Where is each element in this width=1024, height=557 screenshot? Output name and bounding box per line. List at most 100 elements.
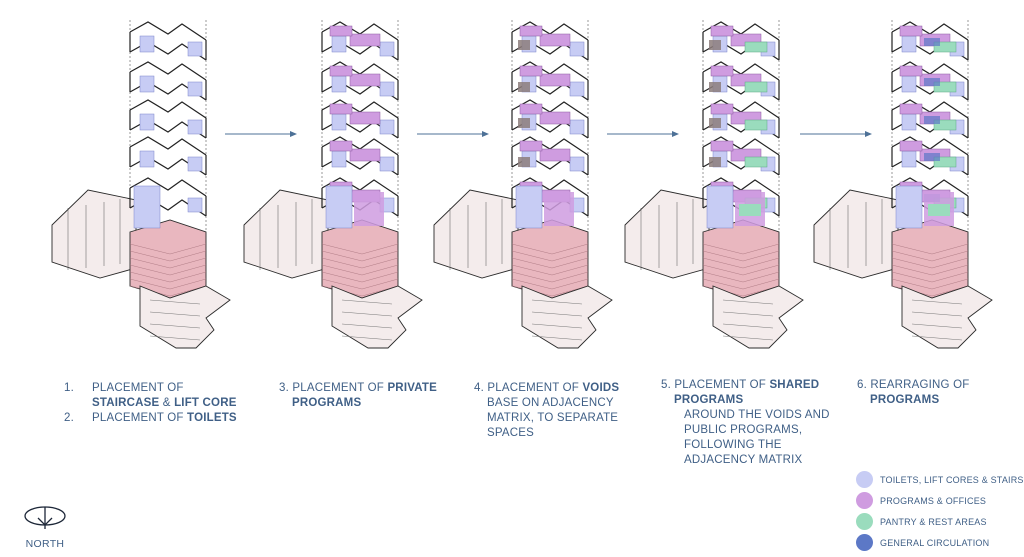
base-right-wing: [331, 285, 423, 349]
toilet-core-block: [569, 119, 585, 135]
program-block: [710, 65, 734, 77]
base-right-wing-line: [911, 323, 963, 329]
base-podium-floor-line: [891, 257, 969, 269]
base-podium-floor-line: [702, 264, 780, 276]
program-block: [349, 111, 381, 125]
pantry-block: [933, 81, 957, 93]
lower-core-block: [325, 185, 353, 229]
program-block: [710, 140, 734, 152]
base-podium-floor-line: [702, 278, 780, 290]
base-podium-floor-line: [511, 243, 589, 255]
base-podium-floor-line: [321, 243, 399, 255]
toilet-core-block: [379, 156, 395, 172]
tower-stage-4: [624, 20, 804, 349]
void-block: [518, 82, 530, 92]
base-right-wing-line: [911, 311, 963, 317]
circulation-block: [924, 116, 940, 124]
legend-swatch-toilets: [856, 471, 873, 488]
toilet-core-block: [569, 41, 585, 57]
base-left-wing: [51, 189, 137, 279]
pantry-block: [744, 156, 768, 168]
caption-step-1-2: 1.PLACEMENT OF STAIRCASE & LIFT CORE 2.P…: [64, 382, 237, 424]
base-podium-floor-line: [321, 264, 399, 276]
tower-stage-1: [51, 20, 231, 349]
base-podium-floor-line: [321, 271, 399, 283]
floor-plate-top: [129, 99, 207, 119]
lower-core-block: [515, 185, 543, 229]
base-right-wing: [712, 285, 804, 349]
base-podium-floor-line: [129, 250, 207, 262]
base-left-wing: [243, 189, 329, 279]
program-block: [539, 111, 571, 125]
toilet-core-block: [901, 113, 917, 131]
pantry-block: [933, 119, 957, 131]
north-indicator: NORTH: [15, 505, 75, 550]
program-block: [519, 25, 543, 37]
program-block: [899, 140, 923, 152]
base-podium-floor-line: [321, 278, 399, 290]
floor-plate-top: [129, 177, 207, 197]
program-block: [539, 33, 571, 47]
base-right-wing-line: [722, 335, 774, 341]
caption-step-3: 3. PLACEMENT OF PRIVATE PROGRAMS: [279, 382, 437, 409]
toilet-core-block: [331, 75, 347, 93]
floor-plate-top: [129, 136, 207, 156]
base-podium-floor-line: [129, 264, 207, 276]
toilet-core-block: [187, 41, 203, 57]
program-block: [519, 103, 543, 115]
lower-pantry-block: [739, 204, 761, 216]
pantry-block: [933, 41, 957, 53]
program-block: [539, 73, 571, 87]
toilet-core-block: [379, 41, 395, 57]
toilet-core-block: [379, 119, 395, 135]
void-block: [709, 82, 721, 92]
tower-stage-3: [433, 20, 613, 349]
legend-item-circulation: GENERAL CIRCULATION: [856, 532, 1024, 553]
legend-item-toilets: TOILETS, LIFT CORES & STAIRS: [856, 469, 1024, 490]
legend-item-pantry: PANTRY & REST AREAS: [856, 511, 1024, 532]
toilet-core-block: [331, 35, 347, 53]
base-right-wing: [901, 285, 993, 349]
tower-stage-5: [813, 20, 993, 349]
program-block: [329, 140, 353, 152]
base-left-wing: [624, 189, 710, 279]
pantry-block: [744, 119, 768, 131]
base-right-wing-line: [341, 299, 393, 305]
toilet-core-block: [187, 81, 203, 97]
toilet-core-block: [139, 75, 155, 93]
base-podium-floor-line: [511, 257, 589, 269]
circulation-block: [924, 38, 940, 46]
base-right-wing-line: [722, 323, 774, 329]
base-podium-floor-line: [129, 271, 207, 283]
base-left-wing: [433, 189, 519, 279]
tower-stage-2: [243, 20, 423, 349]
pantry-block: [744, 41, 768, 53]
toilet-core-block: [569, 81, 585, 97]
base-right-wing-line: [149, 323, 201, 329]
base-right-wing-line: [531, 323, 583, 329]
base-podium-floor-line: [321, 250, 399, 262]
program-block: [519, 140, 543, 152]
lower-program-block: [354, 192, 384, 226]
caption-step-4: 4. PLACEMENT OF VOIDS BASE ON ADJACENCY …: [474, 382, 620, 439]
caption-step-6: 6. REARRAGING OF PROGRAMS: [857, 379, 970, 406]
base-podium-floor-line: [702, 243, 780, 255]
base-right-wing: [139, 285, 231, 349]
base-right-wing-line: [149, 299, 201, 305]
base-right-wing: [521, 285, 613, 349]
base-left-wing: [813, 189, 899, 279]
base-podium-floor-line: [321, 257, 399, 269]
program-block: [349, 148, 381, 162]
base-right-wing-line: [911, 335, 963, 341]
toilet-core-block: [331, 113, 347, 131]
program-block: [710, 25, 734, 37]
base-podium-floor-line: [511, 264, 589, 276]
program-block: [710, 103, 734, 115]
toilet-core-block: [901, 75, 917, 93]
program-block: [349, 73, 381, 87]
lower-pantry-block: [928, 204, 950, 216]
base-right-wing-line: [531, 311, 583, 317]
step-arrow-head: [290, 131, 297, 137]
void-block: [518, 118, 530, 128]
base-right-wing-line: [911, 299, 963, 305]
